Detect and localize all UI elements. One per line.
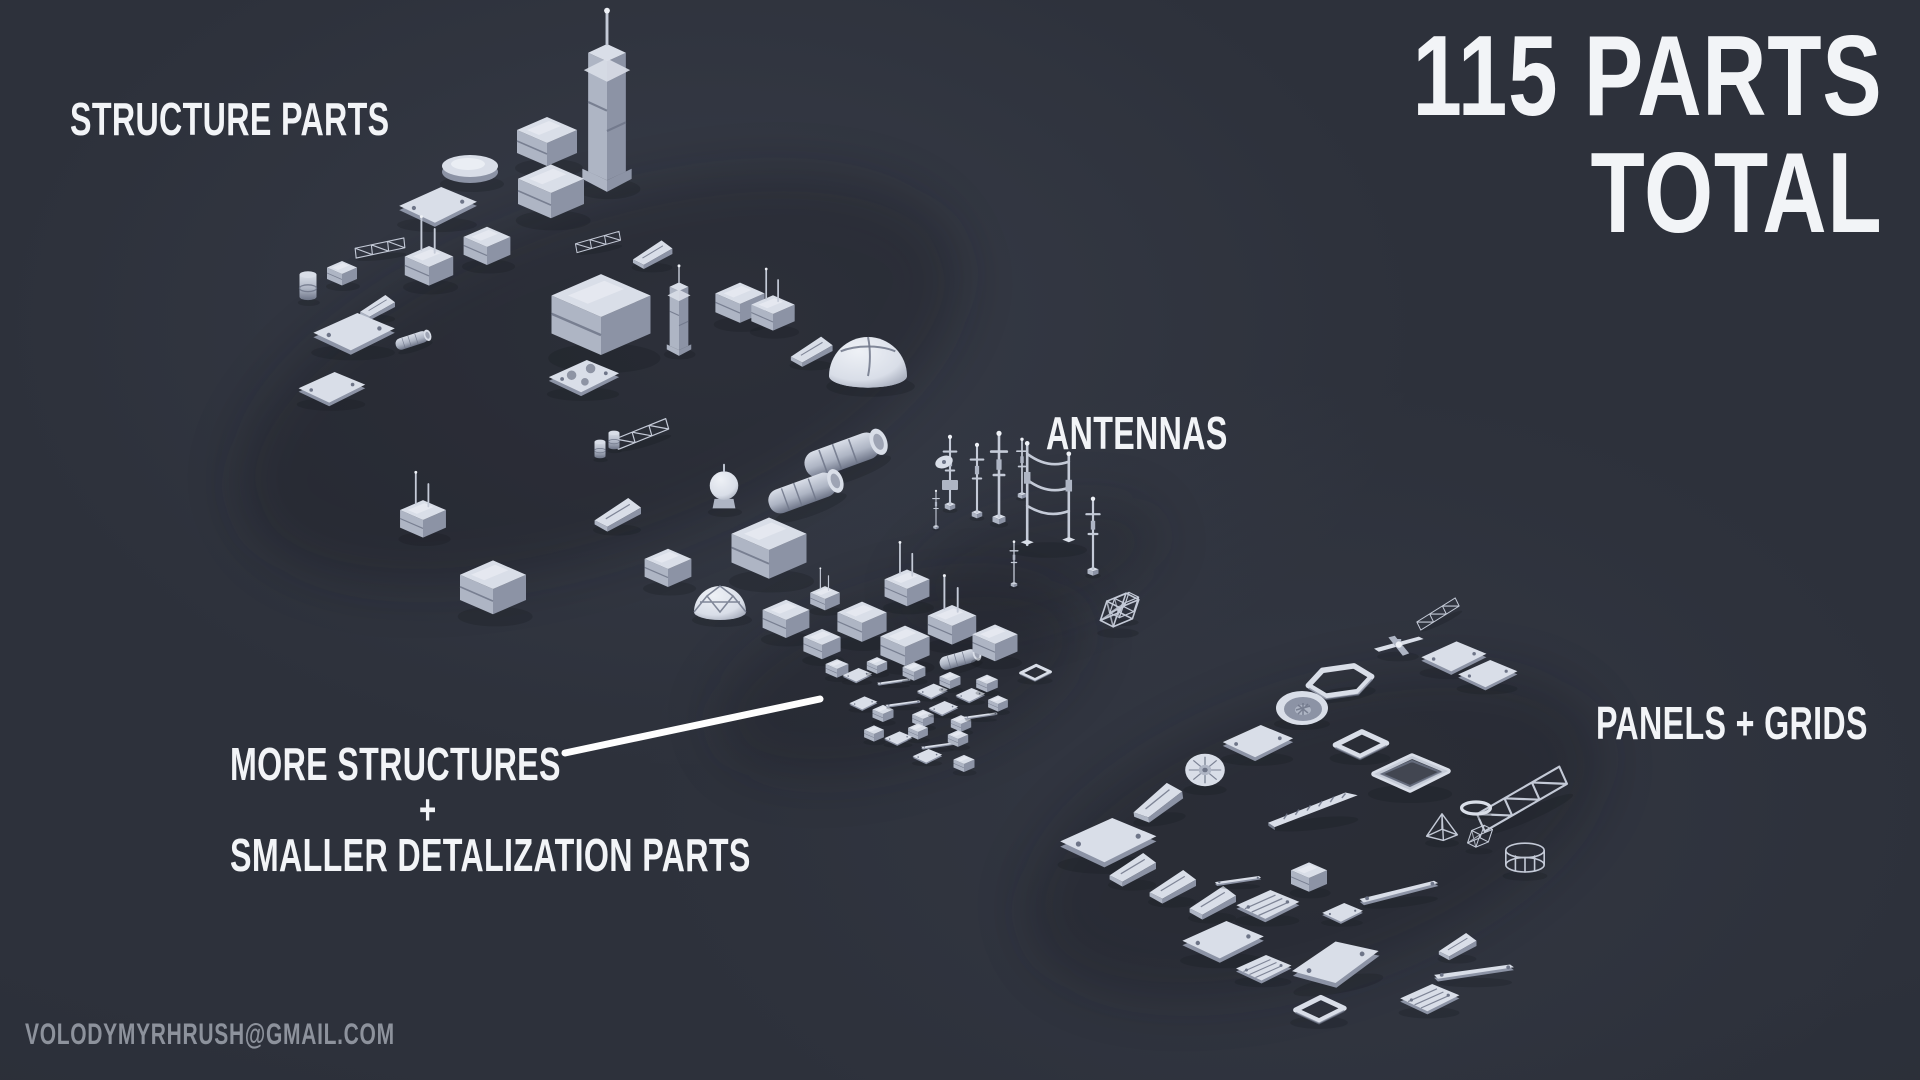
part-barrel bbox=[297, 270, 321, 307]
page-title: 115 PARTS TOTAL bbox=[1280, 18, 1883, 253]
label-more-structures: MORE STRUCTURES + SMALLER DETALIZATION P… bbox=[230, 740, 974, 880]
part-dish bbox=[1273, 690, 1331, 731]
part-gdome bbox=[691, 585, 753, 628]
part-tall bbox=[575, 6, 642, 201]
part-truss bbox=[1413, 597, 1464, 635]
part-dishpole bbox=[933, 435, 958, 513]
label-structure-parts: STRUCTURE PARTS bbox=[70, 96, 526, 142]
part-box bbox=[728, 516, 815, 594]
title-line-2: TOTAL bbox=[1589, 130, 1882, 258]
part-tpanel bbox=[1437, 932, 1477, 965]
label-antennas: ANTENNAS bbox=[1046, 410, 1306, 456]
part-pod bbox=[440, 155, 504, 192]
label-panels-grids: PANELS + GRIDS bbox=[1596, 700, 1920, 746]
part-cross bbox=[1374, 635, 1424, 662]
part-box bbox=[642, 548, 697, 597]
part-ant bbox=[931, 489, 941, 532]
callout-line bbox=[561, 695, 824, 757]
part-antbox bbox=[809, 567, 843, 615]
contact-email-text: VOLODYMYRHRUSH@GMAIL.COM bbox=[25, 1018, 395, 1051]
more-structures-plus: + bbox=[419, 785, 437, 833]
part-ant bbox=[968, 441, 986, 523]
more-structures-line-2: SMALLER DETALIZATION PARTS bbox=[230, 828, 751, 881]
title-line-1: 115 PARTS bbox=[1412, 13, 1882, 140]
part-box bbox=[461, 226, 516, 275]
part-truss bbox=[353, 237, 407, 264]
part-bar bbox=[1434, 964, 1514, 988]
part-box bbox=[325, 260, 361, 292]
label-antennas-text: ANTENNAS bbox=[1046, 407, 1228, 459]
more-structures-line-1: MORE STRUCTURES bbox=[230, 738, 561, 790]
part-wheel bbox=[1182, 753, 1228, 796]
part-panel bbox=[397, 187, 477, 233]
part-gridpanel bbox=[1399, 984, 1460, 1018]
label-panels-grids-text: PANELS + GRIDS bbox=[1596, 697, 1868, 749]
part-ant bbox=[988, 429, 1010, 529]
label-structure-parts-text: STRUCTURE PARTS bbox=[70, 93, 390, 145]
part-frame bbox=[1290, 997, 1348, 1029]
contact-email: VOLODYMYRHRUSH@GMAIL.COM bbox=[25, 1020, 553, 1050]
